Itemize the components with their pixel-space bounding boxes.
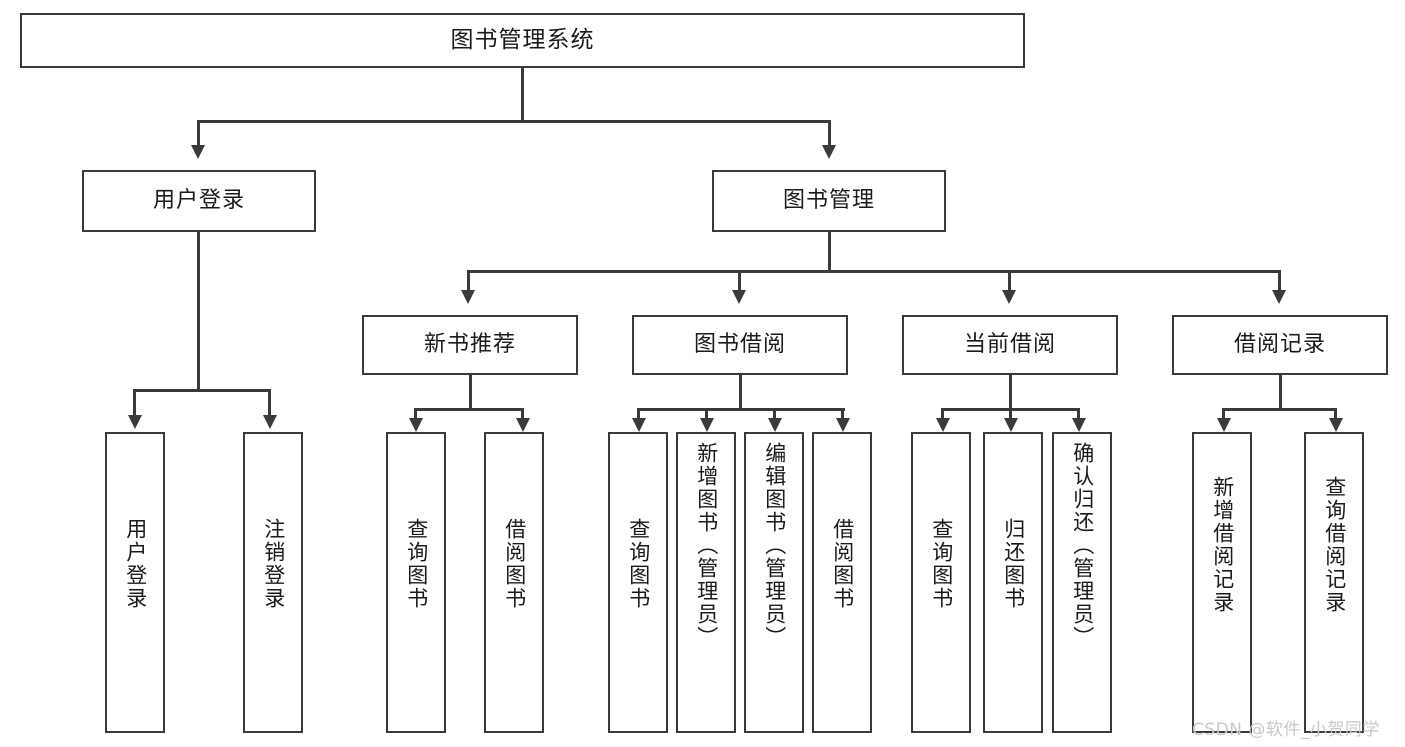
connector-level2-bus	[197, 120, 831, 123]
connector-book-borrow-leaf2	[705, 408, 708, 420]
connector-borrow-record-down	[1279, 375, 1282, 408]
node-label: 查询借阅记录	[1322, 476, 1347, 614]
arrowhead-user-login	[191, 145, 205, 159]
leaf-book-borrow-query-book[interactable]: 查询图书	[608, 432, 668, 733]
node-label: 确认归还（管理员）	[1070, 442, 1095, 649]
leaf-book-borrow-borrow-book[interactable]: 借阅图书	[812, 432, 872, 733]
node-book-borrow[interactable]: 图书借阅	[632, 315, 848, 375]
arrowhead-new-book	[461, 290, 475, 304]
node-label: 新增借阅记录	[1210, 476, 1235, 614]
node-book-management[interactable]: 图书管理	[712, 170, 946, 232]
arrowhead-borrow-record-leaf2	[1329, 418, 1343, 432]
node-label: 图书管理系统	[450, 27, 595, 54]
arrowhead-user-login-leaf2	[263, 415, 277, 429]
node-label: 查询图书	[626, 518, 651, 610]
arrowhead-current-borrow	[1002, 290, 1016, 304]
connector-new-book-bus	[414, 408, 524, 411]
node-label: 编辑图书（管理员）	[762, 442, 787, 649]
leaf-book-borrow-edit-book-admin[interactable]: 编辑图书（管理员）	[744, 432, 804, 733]
connector-borrow-record-leaf1	[1222, 408, 1225, 420]
connector-current-borrow-leaf2	[1009, 408, 1012, 420]
connector-to-new-book	[467, 270, 470, 290]
connector-book-borrow-down	[739, 375, 742, 408]
node-label: 借阅记录	[1233, 332, 1326, 358]
leaf-current-borrow-confirm-return-admin[interactable]: 确认归还（管理员）	[1052, 432, 1112, 733]
node-current-borrow[interactable]: 当前借阅	[902, 315, 1118, 375]
arrowhead-book-management	[822, 145, 836, 159]
connector-root-down	[521, 68, 524, 120]
connector-book-borrow-leaf1	[637, 408, 640, 420]
connector-to-user-login	[197, 120, 200, 145]
node-label: 新书推荐	[423, 332, 516, 358]
arrowhead-new-book-leaf1	[409, 418, 423, 432]
node-root-book-management-system[interactable]: 图书管理系统	[20, 13, 1025, 68]
leaf-user-login-login[interactable]: 用户登录	[105, 432, 165, 733]
connector-to-borrow-record	[1278, 270, 1281, 290]
connector-new-book-leaf1	[414, 408, 417, 420]
watermark-text: CSDN @软件_小贺同学	[1192, 720, 1380, 740]
node-label: 新增图书（管理员）	[694, 442, 719, 649]
connector-current-borrow-down	[1009, 375, 1012, 408]
node-label: 用户登录	[123, 518, 148, 610]
arrowhead-current-borrow-leaf3	[1072, 418, 1086, 432]
connector-to-book-borrow	[738, 270, 741, 290]
connector-user-login-leaf2	[268, 389, 271, 415]
node-label: 借阅图书	[830, 518, 855, 610]
node-new-book-recommend[interactable]: 新书推荐	[362, 315, 578, 375]
arrowhead-book-borrow-leaf4	[836, 418, 850, 432]
connector-current-borrow-leaf3	[1077, 408, 1080, 420]
connector-new-book-leaf2	[521, 408, 524, 420]
leaf-borrow-record-add-record[interactable]: 新增借阅记录	[1192, 432, 1252, 733]
connector-level3-bus	[467, 270, 1280, 273]
arrowhead-borrow-record	[1272, 290, 1286, 304]
leaf-current-borrow-return-book[interactable]: 归还图书	[983, 432, 1043, 733]
connector-to-current-borrow	[1008, 270, 1011, 290]
leaf-user-login-logout[interactable]: 注销登录	[243, 432, 303, 733]
arrowhead-new-book-leaf2	[516, 418, 530, 432]
connector-borrow-record-bus	[1222, 408, 1336, 411]
connector-user-login-leaf1	[133, 389, 136, 415]
node-label: 注销登录	[261, 518, 286, 610]
node-label: 用户登录	[152, 188, 245, 214]
node-label: 借阅图书	[502, 518, 527, 610]
leaf-book-borrow-add-book-admin[interactable]: 新增图书（管理员）	[676, 432, 736, 733]
node-borrow-record[interactable]: 借阅记录	[1172, 315, 1388, 375]
node-label: 图书借阅	[693, 332, 786, 358]
arrowhead-book-borrow	[732, 290, 746, 304]
arrowhead-current-borrow-leaf2	[1004, 418, 1018, 432]
connector-book-borrow-bus	[637, 408, 845, 411]
connector-book-management-down	[828, 232, 831, 270]
arrowhead-borrow-record-leaf1	[1217, 418, 1231, 432]
connector-book-borrow-leaf4	[841, 408, 844, 420]
node-label: 查询图书	[404, 518, 429, 610]
node-label: 图书管理	[782, 188, 875, 214]
connector-to-book-management	[828, 120, 831, 145]
arrowhead-current-borrow-leaf1	[936, 418, 950, 432]
connector-user-login-bus	[133, 389, 270, 392]
node-label: 查询图书	[929, 518, 954, 610]
connector-book-borrow-leaf3	[773, 408, 776, 420]
leaf-current-borrow-query-book[interactable]: 查询图书	[911, 432, 971, 733]
connector-new-book-down	[469, 375, 472, 408]
leaf-new-book-borrow-book[interactable]: 借阅图书	[484, 432, 544, 733]
arrowhead-book-borrow-leaf1	[632, 418, 646, 432]
arrowhead-book-borrow-leaf3	[768, 418, 782, 432]
node-label: 归还图书	[1001, 518, 1026, 610]
connector-borrow-record-leaf2	[1334, 408, 1337, 420]
node-label: 当前借阅	[963, 332, 1056, 358]
leaf-borrow-record-query-record[interactable]: 查询借阅记录	[1304, 432, 1364, 733]
node-user-login[interactable]: 用户登录	[82, 170, 316, 232]
arrowhead-user-login-leaf1	[128, 415, 142, 429]
connector-current-borrow-leaf1	[941, 408, 944, 420]
arrowhead-book-borrow-leaf2	[700, 418, 714, 432]
leaf-new-book-query-book[interactable]: 查询图书	[386, 432, 446, 733]
connector-user-login-down	[197, 232, 200, 389]
